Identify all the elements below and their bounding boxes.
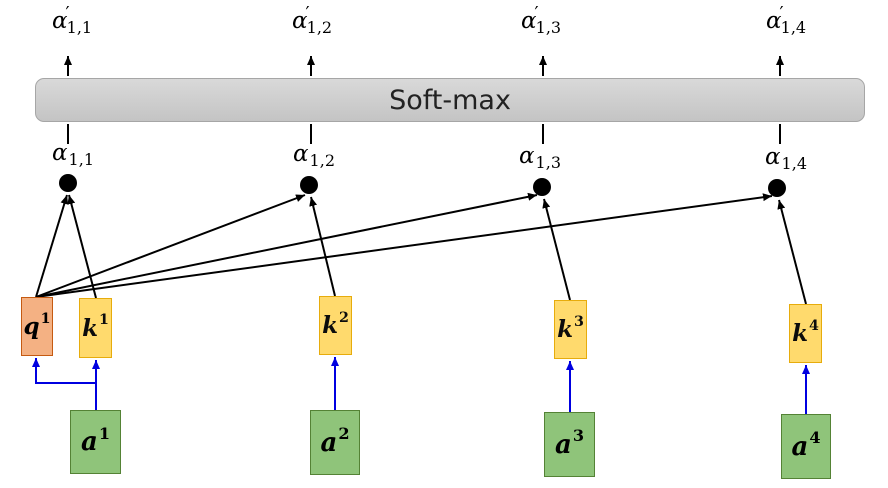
input-symbol: a bbox=[320, 427, 338, 458]
query-arrow-4 bbox=[35, 193, 773, 298]
key-superscript: 2 bbox=[339, 309, 349, 326]
dot-product-node-3 bbox=[533, 178, 551, 196]
score-subscript: 1,3 bbox=[535, 153, 561, 172]
key-symbol: k bbox=[792, 320, 808, 347]
score-subscript: 1,4 bbox=[781, 154, 807, 173]
output-label-4: α′1,4 bbox=[766, 3, 807, 37]
output-label-1: α′1,1 bbox=[52, 3, 93, 37]
dot-product-node-4 bbox=[768, 179, 786, 197]
score-symbol: α bbox=[765, 144, 781, 170]
score-symbol: α bbox=[52, 140, 68, 166]
output-symbol: α bbox=[766, 8, 782, 34]
output-subscript: 1,3 bbox=[535, 18, 562, 37]
input-symbol: a bbox=[791, 431, 809, 462]
output-prime: ′ bbox=[305, 3, 310, 24]
softmax-layer: Soft-max bbox=[35, 78, 865, 122]
key-superscript: 3 bbox=[574, 313, 584, 330]
input-superscript: 4 bbox=[809, 428, 821, 448]
projection-arrow-q1 bbox=[32, 358, 96, 384]
key-arrow-4 bbox=[777, 199, 807, 305]
score-subscript: 1,2 bbox=[309, 151, 335, 170]
key-arrow-3 bbox=[542, 198, 571, 301]
key-symbol: k bbox=[322, 312, 338, 339]
output-prime: ′ bbox=[65, 3, 70, 24]
output-symbol: α bbox=[292, 8, 308, 34]
output-symbol: α bbox=[52, 8, 68, 34]
score-label-1: α1,1 bbox=[52, 140, 94, 169]
score-label-4: α1,4 bbox=[765, 144, 807, 173]
input-symbol: a bbox=[554, 429, 572, 460]
output-subscript: 1,1 bbox=[66, 18, 93, 37]
query-symbol: q bbox=[23, 313, 40, 340]
query-arrow-1 bbox=[35, 194, 69, 298]
score-subscript: 1,1 bbox=[68, 150, 94, 169]
output-prime: ′ bbox=[534, 3, 539, 24]
score-label-2: α1,2 bbox=[293, 141, 335, 170]
key-arrow-2 bbox=[309, 196, 336, 297]
input-superscript: 3 bbox=[572, 426, 585, 446]
output-subscript: 1,2 bbox=[306, 18, 333, 37]
input-superscript: 2 bbox=[338, 424, 350, 444]
score-label-3: α1,3 bbox=[519, 143, 561, 172]
dot-product-node-1 bbox=[59, 174, 77, 192]
score-symbol: α bbox=[519, 143, 535, 169]
key-superscript: 4 bbox=[809, 317, 819, 334]
dot-product-node-2 bbox=[300, 176, 318, 194]
output-subscript: 1,4 bbox=[780, 18, 807, 37]
key-superscript: 1 bbox=[99, 312, 109, 329]
softmax-label: Soft-max bbox=[389, 84, 511, 116]
input-symbol: a bbox=[80, 427, 98, 457]
key-symbol: k bbox=[557, 316, 573, 343]
output-label-2: α′1,2 bbox=[292, 3, 333, 37]
query-arrow-2 bbox=[35, 194, 306, 298]
input-superscript: 1 bbox=[98, 423, 111, 443]
key-arrow-1 bbox=[67, 194, 97, 299]
key-symbol: k bbox=[82, 314, 98, 342]
output-label-3: α′1,3 bbox=[521, 3, 562, 37]
score-symbol: α bbox=[293, 141, 309, 167]
query-superscript: 1 bbox=[40, 310, 51, 327]
output-symbol: α bbox=[521, 8, 537, 34]
output-prime: ′ bbox=[779, 3, 784, 24]
query-arrow-3 bbox=[35, 192, 538, 298]
